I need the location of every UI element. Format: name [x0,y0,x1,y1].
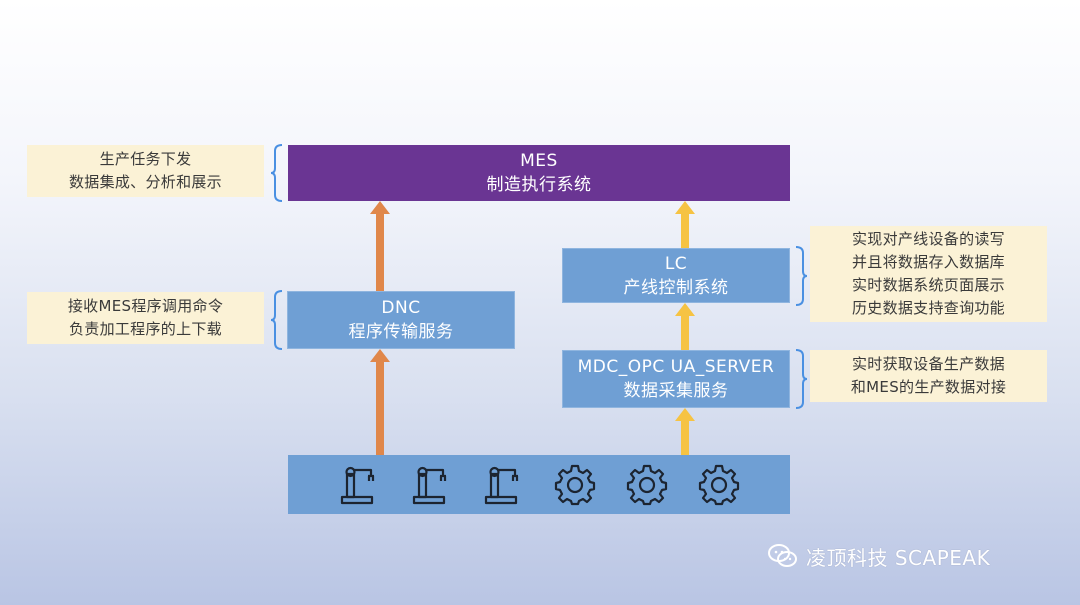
brace-left-dnc [270,290,283,350]
note-line: 数据集成、分析和展示 [68,173,222,191]
note-line: 实时数据系统页面展示 [851,276,1005,294]
dnc-title: DNC [381,298,421,318]
note-line: 生产任务下发 [99,150,192,168]
brace-right-mdc [795,349,808,409]
mdc-box: MDC_OPC UA_SERVER 数据采集服务 [562,350,790,408]
lc-box: LC 产线控制系统 [562,248,790,303]
dnc-subtitle: 程序传输服务 [348,322,454,342]
mes-title: MES [520,151,558,171]
lc-subtitle: 产线控制系统 [623,277,729,298]
note-line: 历史数据支持查询功能 [851,299,1005,317]
watermark-text: 凌顶科技 SCAPEAK [806,545,991,570]
devices-bar [288,455,790,514]
lc-title: LC [664,253,688,274]
note-lc: 实现对产线设备的读写 并且将数据存入数据库 实时数据系统页面展示 历史数据支持查… [810,226,1047,322]
mes-subtitle: 制造执行系统 [486,175,592,195]
note-line: 实现对产线设备的读写 [851,230,1005,248]
mdc-subtitle: 数据采集服务 [623,381,729,401]
note-line: 负责加工程序的上下载 [68,320,222,338]
gear-icon [626,464,668,506]
note-dnc: 接收MES程序调用命令 负责加工程序的上下载 [27,292,264,344]
brace-left-mes [270,144,283,202]
robot-arm-icon [482,464,524,506]
arrow-mdc-to-lc [675,303,695,350]
robot-arm-icon [410,464,452,506]
note-line: 实时获取设备生产数据 [851,355,1005,373]
robot-arm-icon [338,464,380,506]
mes-box: MES 制造执行系统 [288,145,790,201]
note-mes: 生产任务下发 数据集成、分析和展示 [27,145,264,197]
note-line: 和MES的生产数据对接 [850,378,1007,396]
arrow-devices-to-mdc [675,408,695,455]
arrow-lc-to-mes [675,201,695,248]
brace-right-lc [795,246,808,306]
dnc-box: DNC 程序传输服务 [287,291,515,349]
gear-icon [698,464,740,506]
note-line: 接收MES程序调用命令 [67,297,224,315]
arrow-devices-to-dnc [370,349,390,455]
gear-icon [554,464,596,506]
note-mdc: 实时获取设备生产数据 和MES的生产数据对接 [810,350,1047,402]
arrow-dnc-to-mes [370,201,390,291]
wechat-icon [768,544,797,567]
note-line: 并且将数据存入数据库 [851,253,1005,271]
watermark: 凌顶科技 SCAPEAK [768,538,990,574]
mdc-title: MDC_OPC UA_SERVER [577,357,775,377]
